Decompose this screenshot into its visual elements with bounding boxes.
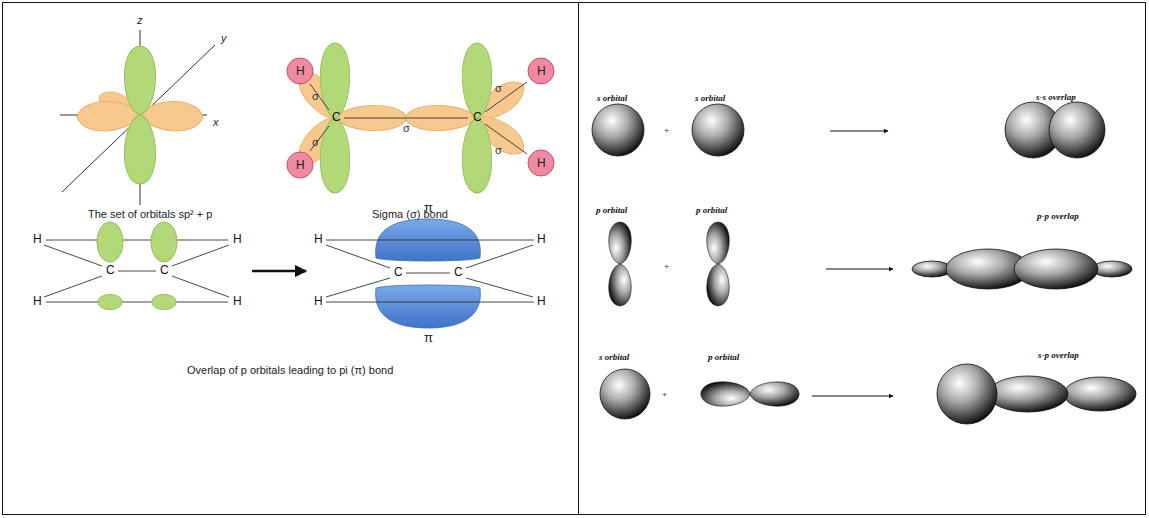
orbital-label: p orbital xyxy=(696,205,727,215)
atom-label: C xyxy=(473,111,482,125)
atom-symbol: H xyxy=(296,65,305,77)
atom-symbol: H xyxy=(537,65,546,77)
orbital-label: s orbital xyxy=(695,93,725,103)
axis-label: z xyxy=(137,14,143,27)
atom-label: H xyxy=(537,295,546,309)
hydrogen-atom: H xyxy=(527,57,555,85)
orbital-label: p orbital xyxy=(708,352,739,362)
atom-label: C xyxy=(454,266,463,280)
bond-symbol: σ xyxy=(495,144,502,157)
axis-label: y xyxy=(221,32,227,45)
hydrogen-atom: H xyxy=(286,151,314,179)
atom-label: H xyxy=(233,233,242,247)
caption: The set of orbitals sp² + p xyxy=(88,208,212,221)
plus-sign: + xyxy=(662,389,667,399)
atom-label: C xyxy=(332,111,341,125)
bond-symbol: σ xyxy=(312,90,319,103)
atom-symbol: H xyxy=(296,159,305,171)
atom-symbol: H xyxy=(537,157,546,169)
orbital-label: s-s overlap xyxy=(1036,92,1076,102)
orbital-label: s orbital xyxy=(597,93,627,103)
bond-symbol: σ xyxy=(495,82,502,95)
axis-label: x xyxy=(213,116,219,129)
atom-label: C xyxy=(106,264,115,278)
atom-label: H xyxy=(314,295,323,309)
plus-sign: + xyxy=(664,125,669,135)
hydrogen-atom: H xyxy=(527,149,555,177)
hydrogen-atom: H xyxy=(286,57,314,85)
atom-label: H xyxy=(233,295,242,309)
bond-symbol: π xyxy=(424,331,433,346)
orbital-label: s-p overlap xyxy=(1038,350,1079,360)
caption: Overlap of p orbitals leading to pi (π) … xyxy=(187,364,393,377)
bond-symbol: π xyxy=(424,201,433,216)
caption: Sigma (σ) bond xyxy=(372,208,448,221)
orbital-label: p orbital xyxy=(596,205,627,215)
orbital-label: s orbital xyxy=(599,352,629,362)
atom-label: H xyxy=(33,295,42,309)
plus-sign: + xyxy=(664,261,669,271)
atom-label: C xyxy=(160,264,169,278)
orbital-label: p-p overlap xyxy=(1037,211,1079,221)
atom-label: C xyxy=(394,266,403,280)
bond-symbol: σ xyxy=(312,136,319,149)
atom-label: H xyxy=(537,233,546,247)
bond-symbol: σ xyxy=(403,122,410,135)
atom-label: H xyxy=(33,233,42,247)
atom-label: H xyxy=(314,233,323,247)
